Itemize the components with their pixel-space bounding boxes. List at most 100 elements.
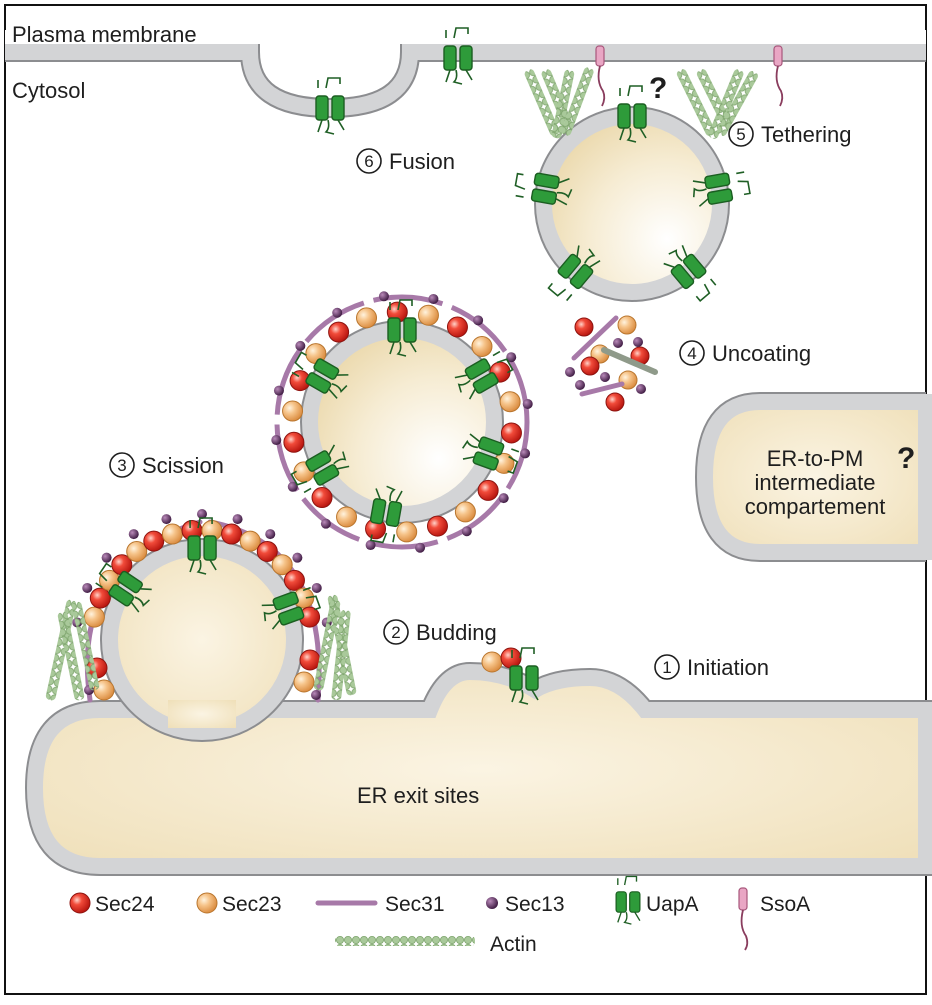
uapa-icon: [514, 172, 573, 206]
actin-filament: [331, 609, 351, 701]
legend-sec31: Sec31: [315, 893, 445, 916]
sec13-particle: [232, 514, 243, 525]
uapa-icon: [547, 245, 601, 302]
sec13-particle: [473, 315, 484, 326]
uapa-icon: [261, 586, 322, 630]
labels: Plasma membrane Cytosol ER exit sites ER…: [12, 22, 915, 808]
er-exit-sites-label: ER exit sites: [357, 783, 479, 808]
actin-filament: [524, 69, 560, 136]
step-label: Fusion: [389, 149, 455, 174]
legend-label: Sec13: [505, 893, 565, 916]
uapa-icon: [454, 350, 514, 400]
step-number: 5: [736, 125, 745, 144]
plasma-membrane-label: Plasma membrane: [12, 22, 197, 47]
sec13-particle: [287, 481, 298, 492]
step-uncoating: 4 Uncoating: [679, 340, 811, 366]
sec23-particle: [481, 651, 503, 673]
sec23-particle: [126, 540, 148, 562]
step-number: 6: [364, 152, 373, 171]
step-scission: 3 Scission: [109, 452, 224, 478]
sec24-particle: [580, 356, 600, 376]
sec23-particle: [617, 315, 637, 335]
sec13-particle: [161, 514, 172, 525]
actin-icon: [335, 936, 475, 946]
sec13-particle: [265, 529, 276, 540]
uapa-icon: [692, 171, 751, 207]
tethering-question: ?: [649, 72, 667, 105]
sec23-particle: [454, 501, 476, 523]
uapa-icon: [369, 485, 403, 544]
compartment-line3: compartement: [745, 494, 886, 519]
actin-filament: [561, 67, 594, 136]
ssoa-icon: [738, 887, 749, 951]
uapa-icon: [663, 245, 717, 302]
sec13-particle: [311, 690, 321, 700]
step-number: 3: [117, 456, 126, 475]
sec24-icon: [69, 892, 91, 914]
uapa-proteins: [95, 27, 751, 705]
sec13-particle: [101, 552, 112, 563]
actin-filament: [717, 71, 758, 136]
step-label: Uncoating: [712, 341, 811, 366]
legend-label: Sec24: [95, 893, 155, 916]
sec13-particle: [520, 448, 531, 459]
uapa-icon: [615, 875, 641, 925]
sec13-particle: [320, 518, 331, 529]
uapa-icon: [387, 299, 417, 357]
sec24-particle: [500, 422, 522, 444]
legend-actin: Actin: [335, 933, 537, 956]
legend: Sec24 Sec23 Sec31 Sec13 UapA SsoA Act: [69, 875, 810, 956]
sec13-particle: [575, 380, 585, 390]
ssoa-proteins: [595, 45, 784, 107]
step-number: 4: [687, 344, 696, 363]
sec23-particle: [396, 521, 418, 543]
sec23-particle: [293, 671, 315, 693]
sec24-particle: [283, 569, 305, 591]
actin-filament: [551, 69, 575, 139]
sec13-particle: [498, 493, 509, 504]
sec23-icon: [196, 892, 218, 914]
sec13-particle: [271, 435, 282, 446]
step-number: 2: [391, 623, 400, 642]
sec23-particle: [336, 506, 358, 528]
step-label: Initiation: [687, 655, 769, 680]
sec13-particle: [565, 367, 575, 377]
sec23-particle: [83, 606, 105, 628]
actin-filament: [696, 69, 732, 127]
sec23-particle: [471, 335, 493, 357]
step-fusion: 6 Fusion: [356, 148, 455, 174]
plasma-membrane: [5, 30, 926, 119]
legend-sec24: Sec24: [69, 892, 155, 916]
sec24-particle: [256, 540, 278, 562]
sec24-particle: [311, 487, 333, 509]
sec13-particle: [636, 384, 646, 394]
sec13-particle: [506, 352, 517, 363]
sec23-particle: [239, 530, 261, 552]
legend-label: SsoA: [760, 893, 810, 916]
uapa-icon: [95, 562, 152, 613]
compartment-line1: ER-to-PM: [767, 446, 864, 471]
sec13-particle: [613, 338, 623, 348]
actin-filament: [708, 69, 744, 139]
sec13-particle: [600, 372, 610, 382]
uapa-icon: [509, 647, 539, 705]
sec23-particle: [417, 304, 439, 326]
sec23-particle: [499, 391, 521, 413]
ssoa-icon: [773, 45, 784, 107]
step-label: Scission: [142, 453, 224, 478]
uapa-icon: [315, 77, 345, 135]
sec24-particle: [477, 479, 499, 501]
sec24-particle: [89, 587, 111, 609]
uapa-icon: [617, 85, 647, 143]
compartment-line2: intermediate: [754, 470, 875, 495]
sec24-particle: [221, 523, 243, 545]
legend-uapa: UapA: [615, 875, 699, 925]
step-markers: 1 Initiation 2 Budding 3 Scission 4 Unco…: [109, 121, 852, 680]
sec13-particle: [461, 526, 472, 537]
sec13-particle: [365, 540, 376, 551]
sec13-particle: [378, 291, 389, 302]
actin-filament: [57, 611, 85, 701]
sec13-particle: [292, 552, 303, 563]
